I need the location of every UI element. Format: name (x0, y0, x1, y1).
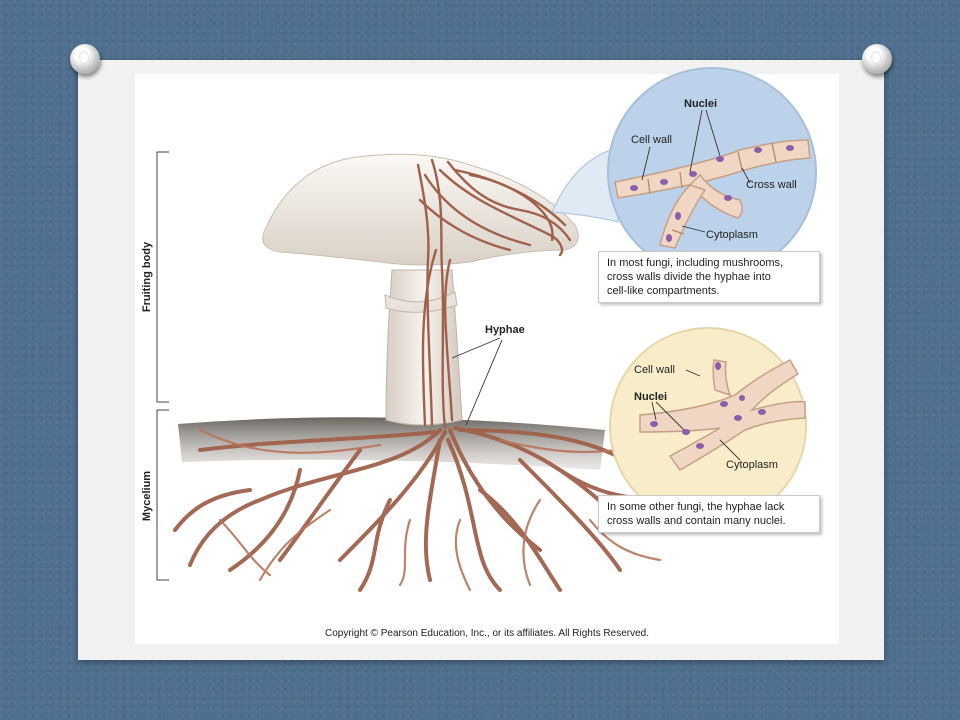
top-caption-line-1: In most fungi, including mushrooms, (607, 257, 784, 269)
fruiting-body-label: Fruiting body (141, 241, 153, 312)
fruiting-body-bracket (156, 151, 169, 403)
copyright-notice: Copyright © Pearson Education, Inc., or … (324, 628, 649, 639)
hyphae-leader-lines (451, 337, 503, 426)
top-cytoplasm-label: Cytoplasm (706, 229, 758, 241)
coenocytic-hyphae-inset (609, 327, 807, 525)
top-inset-caption: In most fungi, including mushrooms, cros… (598, 251, 820, 303)
septate-hyphae-inset (607, 67, 817, 277)
bottom-inset-caption: In some other fungi, the hyphae lack cro… (598, 495, 820, 533)
mycelium-label: Mycelium (141, 471, 153, 521)
bottom-nuclei-label: Nuclei (634, 391, 667, 403)
top-caption-line-2: cross walls divide the hyphae into (607, 271, 771, 283)
top-cell-wall-label: Cell wall (631, 134, 672, 146)
pin-right-icon (862, 44, 892, 74)
top-caption-line-3: cell-like compartments. (607, 285, 720, 297)
bottom-caption-line-1: In some other fungi, the hyphae lack (607, 501, 785, 513)
bottom-cell-wall-label: Cell wall (634, 364, 675, 376)
mycelium-bracket (156, 409, 169, 581)
stem-ring (384, 291, 458, 313)
pin-left-icon (70, 44, 100, 74)
top-nuclei-label: Nuclei (684, 98, 717, 110)
bottom-caption-line-2: cross walls and contain many nuclei. (607, 515, 786, 527)
soil-surface (178, 417, 605, 470)
cap-hyphae (416, 158, 572, 430)
top-cross-wall-label: Cross wall (746, 179, 797, 191)
bottom-cytoplasm-label: Cytoplasm (726, 459, 778, 471)
hyphae-label: Hyphae (485, 324, 525, 336)
mushroom-cap (262, 153, 579, 266)
